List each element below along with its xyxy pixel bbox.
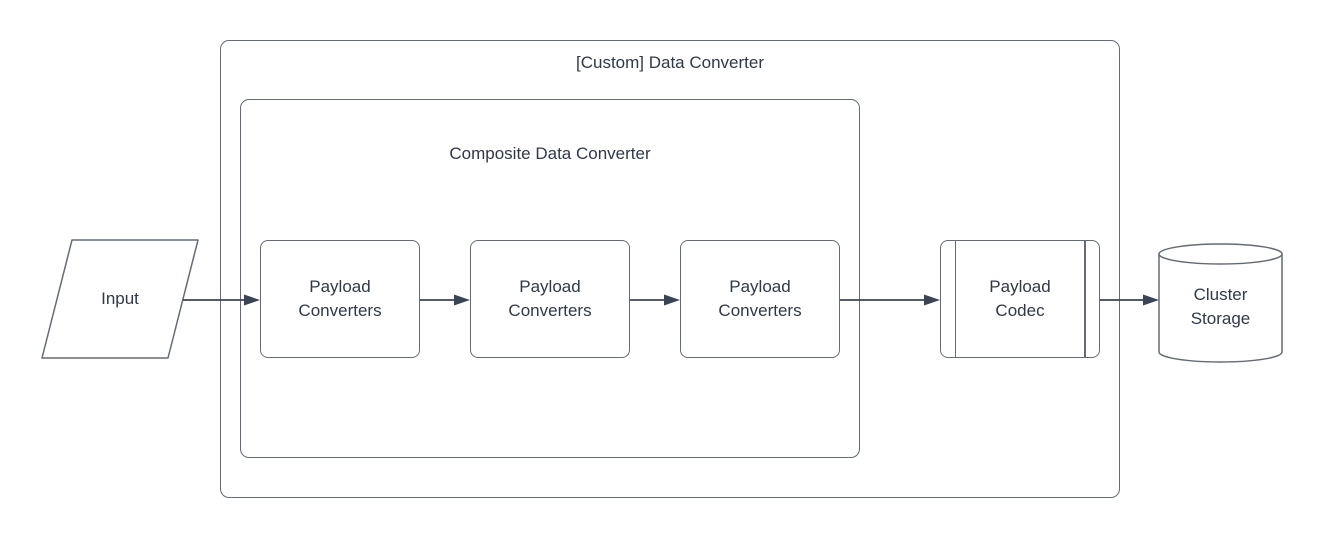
input-label: Input	[101, 289, 139, 308]
composite-data-converter-group: Composite Data Converter	[240, 99, 860, 458]
custom-data-converter-label: [Custom] Data Converter	[575, 53, 764, 72]
node-payload-converter-2: Payload Converters	[470, 240, 630, 358]
payload-converter-2-label: Payload Converters	[508, 277, 592, 320]
node-cluster-storage: Cluster Storage	[1159, 252, 1282, 362]
node-input: Input	[42, 240, 198, 358]
node-payload-converter-1: Payload Converters	[260, 240, 420, 358]
cluster-storage-cylinder-shape	[1158, 243, 1283, 363]
input-parallelogram-shape	[41, 239, 199, 359]
payload-converter-1-label: Payload Converters	[298, 277, 382, 320]
cluster-storage-label: Cluster Storage	[1190, 285, 1251, 328]
composite-data-converter-label: Composite Data Converter	[449, 144, 651, 163]
custom-data-converter-group: [Custom] Data Converter	[220, 40, 1120, 498]
node-payload-codec: Payload Codec	[940, 240, 1100, 358]
node-payload-converter-3: Payload Converters	[680, 240, 840, 358]
codec-right-side-line	[1084, 241, 1086, 357]
codec-left-side-line	[954, 241, 956, 357]
payload-converter-3-label: Payload Converters	[718, 277, 802, 320]
payload-codec-label: Payload Codec	[989, 277, 1051, 320]
